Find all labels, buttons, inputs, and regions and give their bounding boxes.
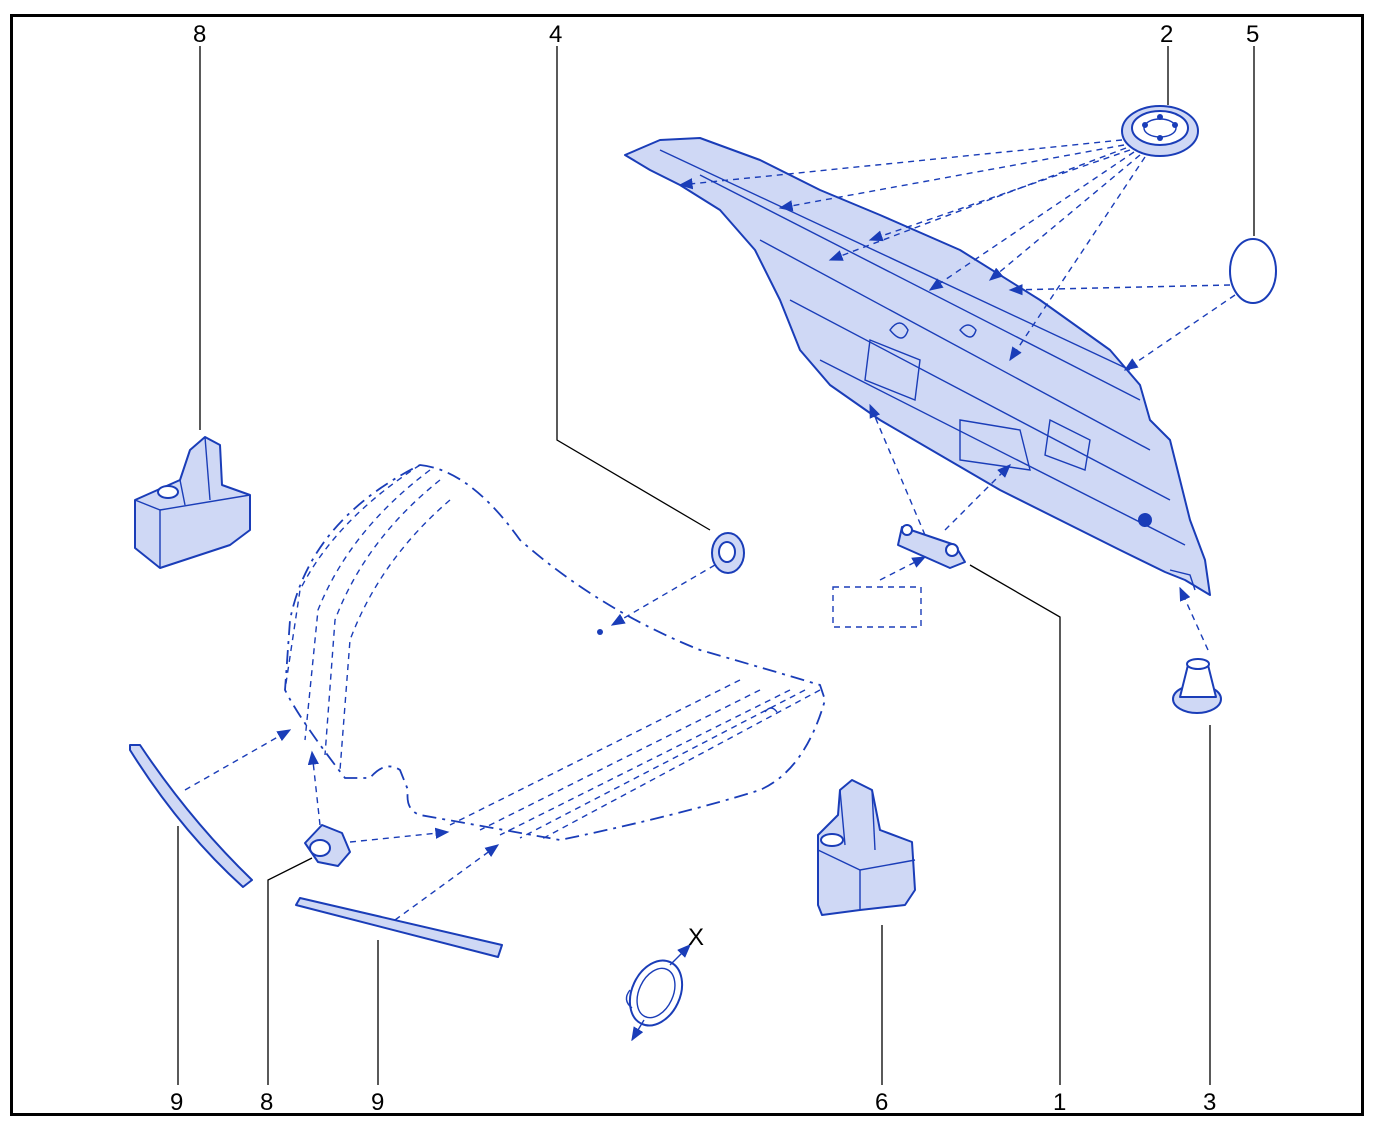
callout-1: 1 [1053, 1089, 1066, 1116]
part-3-clip [1172, 586, 1222, 714]
part-8-clip [304, 750, 450, 867]
part-2-grommet [1121, 105, 1199, 157]
diagram-frame [10, 14, 1364, 1116]
part-2-arrows [678, 139, 1146, 362]
callout-5: 5 [1246, 21, 1259, 48]
part-4-bump-stop [610, 532, 745, 626]
part-9-seal-left [129, 729, 292, 888]
callout-7: 8 [193, 21, 206, 48]
callout-8: 8 [260, 1089, 273, 1116]
part-9-seal-bottom [295, 844, 503, 958]
hood-panel [284, 464, 826, 841]
callout-4: 4 [549, 21, 562, 48]
callout-2: 2 [1160, 21, 1173, 48]
callout-9-bottom: 9 [371, 1089, 384, 1116]
callout-6: 6 [875, 1089, 888, 1116]
part-5-cap [1008, 238, 1277, 371]
hood-insulation-panel [624, 137, 1211, 596]
axis-x-mark: X [688, 924, 704, 951]
callout-3: 3 [1203, 1089, 1216, 1116]
leader-lines [177, 46, 1255, 1085]
part-1-bracket [832, 403, 1011, 628]
emblem-part [625, 944, 691, 1042]
callout-9-left: 9 [170, 1089, 183, 1116]
part-6-support-block [817, 779, 916, 916]
part-7-support-block [134, 436, 251, 569]
